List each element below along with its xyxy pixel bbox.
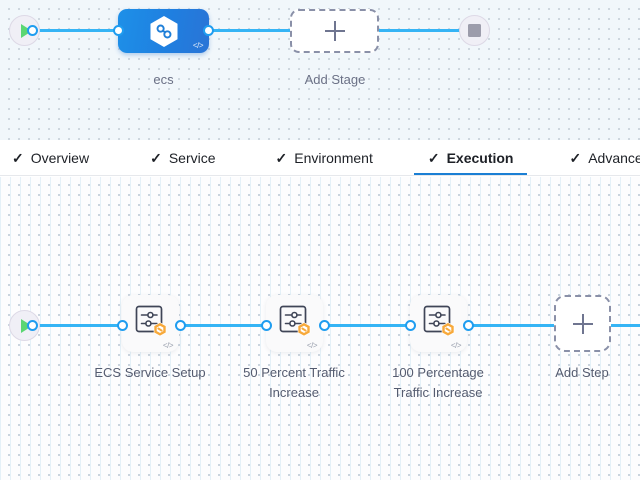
tab-advanced[interactable]: ✓ Advanced <box>569 140 640 175</box>
hexagon-badge-icon <box>153 322 166 337</box>
step1-in-port[interactable] <box>117 320 128 331</box>
stage-in-port[interactable] <box>113 25 124 36</box>
wire-start-to-stage <box>30 29 122 32</box>
tab-label: Overview <box>30 149 90 166</box>
stage-end-node[interactable] <box>459 15 490 46</box>
step-code-badge: </> <box>450 341 462 350</box>
tab-label: Advanced <box>588 149 640 166</box>
check-icon: ✓ <box>569 149 582 166</box>
tab-label: Environment <box>294 149 373 166</box>
step-node-100-percentage-traffic-increase[interactable]: </> <box>410 295 467 352</box>
step-settings-icon <box>134 304 168 343</box>
wire-addstage-to-end <box>376 29 464 32</box>
stage-out-port[interactable] <box>203 25 214 36</box>
harness-hexagon-icon <box>149 15 179 48</box>
step-code-badge: </> <box>162 341 174 350</box>
check-icon: ✓ <box>275 149 288 166</box>
tab-execution[interactable]: ✓ Execution <box>413 140 528 175</box>
tab-label: Service <box>168 149 216 166</box>
wire-step2-to-step3 <box>322 324 422 327</box>
execution-canvas[interactable]: </> <box>0 177 640 480</box>
stage-node-label: ecs <box>153 72 174 87</box>
wire-start-to-step1 <box>30 324 130 327</box>
wire-stage-to-addstage <box>206 29 294 32</box>
tab-active-underline <box>413 172 528 175</box>
step-node-ecs-service-setup[interactable]: </> <box>122 295 179 352</box>
tab-overview[interactable]: ✓ Overview <box>12 140 90 175</box>
plus-icon <box>324 21 345 41</box>
step-label-1: ECS Service Setup <box>94 365 206 380</box>
step2-out-port[interactable] <box>319 320 330 331</box>
play-icon <box>20 23 32 38</box>
add-stage-label: Add Stage <box>304 72 366 87</box>
step-node-50-percent-traffic-increase[interactable]: </> <box>266 295 323 352</box>
add-step-button[interactable] <box>554 295 611 352</box>
step-label-2: 50 Percent Traffic Increase <box>243 365 345 400</box>
tab-service[interactable]: ✓ Service <box>150 140 216 175</box>
check-icon: ✓ <box>12 149 24 166</box>
wire-step3-to-addstep <box>466 324 558 327</box>
step-settings-icon <box>422 304 456 343</box>
step-settings-icon <box>278 304 312 343</box>
hexagon-badge-icon <box>441 322 454 337</box>
stage-node-ecs[interactable]: </> <box>118 9 209 53</box>
stop-icon <box>468 24 481 37</box>
stage-code-badge: </> <box>192 41 204 50</box>
add-stage-button[interactable] <box>290 9 379 53</box>
tab-environment[interactable]: ✓ Environment <box>275 140 373 175</box>
wire-step1-to-step2 <box>178 324 278 327</box>
check-icon: ✓ <box>427 149 440 166</box>
step3-out-port[interactable] <box>463 320 474 331</box>
tab-label: Execution <box>446 149 514 166</box>
wire-addstep-to-next <box>610 324 640 327</box>
execution-start-port[interactable] <box>27 320 38 331</box>
step-code-badge: </> <box>306 341 318 350</box>
stage-start-port[interactable] <box>27 25 38 36</box>
step3-in-port[interactable] <box>405 320 416 331</box>
plus-icon <box>572 313 593 334</box>
play-icon <box>20 318 32 333</box>
step-label-3: 100 Percentage Traffic Increase <box>392 365 484 400</box>
check-icon: ✓ <box>150 149 162 166</box>
step1-out-port[interactable] <box>175 320 186 331</box>
stage-canvas[interactable]: </> ecs Add Stage <box>0 0 640 140</box>
pipeline-tabbar: ✓ Overview ✓ Service ✓ Environment ✓ Exe… <box>0 140 640 176</box>
step2-in-port[interactable] <box>261 320 272 331</box>
hexagon-badge-icon <box>297 322 310 337</box>
add-step-label: Add Step <box>555 365 609 380</box>
